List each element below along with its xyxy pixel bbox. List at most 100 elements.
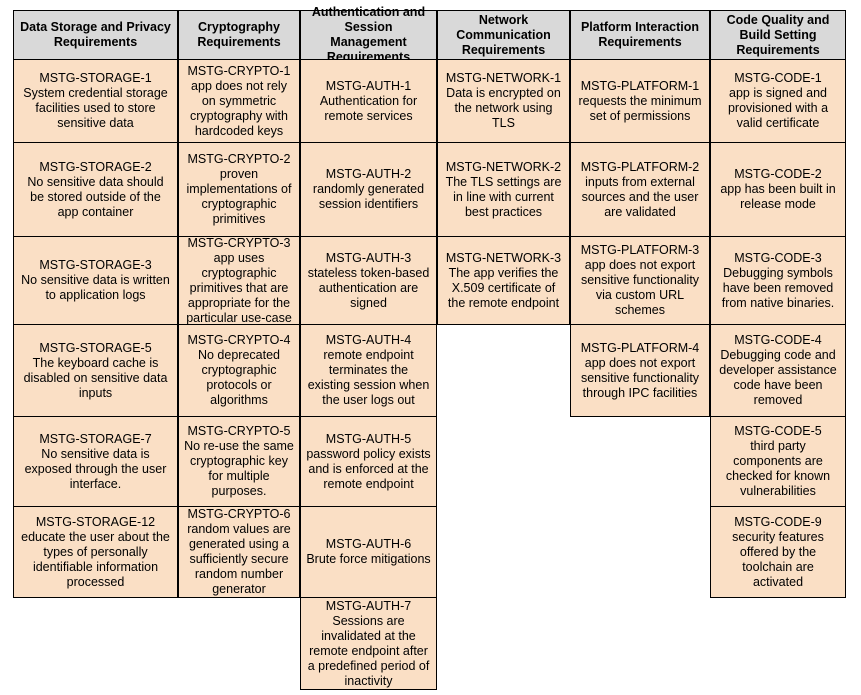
column-header-storage: Data Storage and Privacy Requirements (13, 10, 178, 60)
requirement-text: No sensitive data should be stored outsi… (27, 174, 164, 219)
column-code: Code Quality and Build Setting Requireme… (710, 10, 846, 598)
requirement-text: password policy exists and is enforced a… (306, 446, 431, 491)
requirement-text: security features offered by the toolcha… (732, 529, 824, 589)
requirement-text: No sensitive data is written to applicat… (21, 273, 170, 302)
requirement-text: Debugging symbols have been removed from… (721, 265, 835, 310)
requirement-text: app has been built in release mode (720, 182, 836, 211)
requirement-id: MSTG-PLATFORM-1 (580, 78, 700, 93)
requirement-id: MSTG-AUTH-1 (325, 78, 412, 93)
column-header-auth: Authentication and Session Management Re… (300, 5, 437, 64)
requirement-text: Brute force mitigations (306, 552, 431, 566)
requirement-text: Data is encrypted on the network using T… (446, 86, 561, 130)
column-header-network: Network Communication Requirements (437, 10, 570, 60)
requirement-id: MSTG-AUTH-4 (325, 333, 412, 347)
column-auth: Authentication and Session Management Re… (300, 5, 437, 690)
requirement-id: MSTG-STORAGE-1 (39, 71, 152, 85)
requirement-text: app does not export sensitive functional… (580, 355, 700, 400)
requirement-id: MSTG-CODE-5 (734, 424, 822, 438)
requirement-id: MSTG-AUTH-6 (325, 537, 412, 551)
requirement-text: stateless token-based authentication are… (307, 265, 430, 310)
requirement-text: remote endpoint terminates the existing … (307, 348, 430, 407)
requirement-id: MSTG-AUTH-2 (325, 167, 412, 181)
requirement-text: The app verifies the X.509 certificate o… (447, 265, 560, 310)
requirement-id: MSTG-CODE-4 (734, 333, 822, 347)
requirement-id: MSTG-CRYPTO-5 (187, 424, 291, 438)
requirement-id: MSTG-STORAGE-3 (39, 258, 152, 272)
requirement-id: MSTG-CRYPTO-6 (187, 507, 291, 521)
requirement-text: No re-use the same cryptographic key for… (184, 439, 294, 498)
column-header-crypto: Cryptography Requirements (178, 10, 300, 60)
requirement-text: Sessions are invalidated at the remote e… (307, 613, 430, 688)
requirement-text: random values are generated using a suff… (187, 522, 291, 596)
requirement-text: app does not rely on symmetric cryptogra… (190, 78, 288, 138)
requirement-text: The keyboard cache is disabled on sensit… (23, 355, 168, 400)
requirement-text: No deprecated cryptographic protocols or… (197, 348, 280, 407)
requirement-id: MSTG-CODE-1 (734, 71, 822, 85)
requirement-id: MSTG-STORAGE-2 (39, 159, 152, 174)
requirement-id: MSTG-NETWORK-3 (445, 250, 562, 265)
requirement-text: No sensitive data is exposed through the… (24, 446, 167, 491)
requirement-text: educate the user about the types of pers… (21, 529, 170, 589)
requirement-id: MSTG-PLATFORM-3 (580, 243, 700, 257)
requirement-id: MSTG-CRYPTO-4 (187, 333, 291, 347)
requirement-id: MSTG-CODE-3 (734, 250, 822, 265)
column-header-code: Code Quality and Build Setting Requireme… (710, 10, 846, 60)
requirement-id: MSTG-PLATFORM-4 (580, 340, 700, 355)
requirement-id: MSTG-AUTH-3 (325, 250, 412, 265)
requirement-id: MSTG-CRYPTO-3 (187, 235, 291, 250)
requirement-text: app uses cryptographic primitives that a… (186, 250, 292, 325)
requirement-text: third party components are checked for k… (725, 439, 831, 498)
requirement-text: Debugging code and developer assistance … (719, 348, 837, 407)
requirement-id: MSTG-NETWORK-1 (445, 71, 562, 85)
requirement-id: MSTG-STORAGE-7 (39, 431, 152, 446)
requirement-text: randomly generated session identifiers (312, 182, 425, 211)
requirement-id: MSTG-AUTH-7 (325, 598, 412, 613)
requirement-id: MSTG-CRYPTO-1 (187, 63, 291, 78)
requirement-id: MSTG-STORAGE-5 (39, 340, 152, 355)
requirement-id: MSTG-PLATFORM-2 (580, 159, 700, 174)
column-header-platform: Platform Interaction Requirements (570, 10, 710, 60)
requirement-text: The TLS settings are in line with curren… (445, 174, 562, 219)
requirement-id: MSTG-CODE-9 (734, 514, 822, 529)
requirement-text: System credential storage facilities use… (23, 86, 168, 130)
requirement-id: MSTG-NETWORK-2 (445, 159, 562, 174)
requirement-id: MSTG-CRYPTO-2 (187, 152, 291, 166)
requirement-text: app is signed and provisioned with a val… (727, 86, 829, 130)
requirement-text: inputs from external sources and the use… (581, 174, 699, 219)
requirement-id: MSTG-STORAGE-12 (35, 514, 156, 529)
requirement-id: MSTG-AUTH-5 (325, 431, 412, 446)
requirement-text: requests the minimum set of permissions (578, 93, 702, 123)
requirement-text: Authentication for remote services (319, 93, 418, 123)
